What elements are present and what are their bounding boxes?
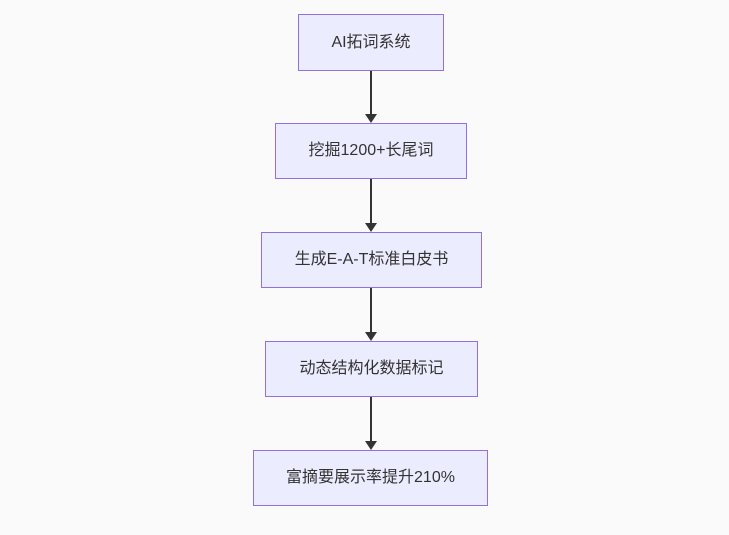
flowchart-node-rich-snippet-rate: 富摘要展示率提升210% — [253, 450, 488, 506]
arrow-line — [370, 179, 372, 223]
arrow-b-to-c — [365, 179, 377, 232]
node-label: 动态结构化数据标记 — [299, 360, 444, 378]
flowchart-node-longtail-keywords: 挖掘1200+长尾词 — [275, 123, 467, 179]
flowchart-node-structured-data: 动态结构化数据标记 — [265, 341, 478, 397]
arrowhead-down-icon — [365, 441, 377, 450]
arrow-line — [370, 71, 372, 114]
arrow-line — [370, 397, 372, 441]
flowchart-node-eat-whitepaper: 生成E-A-T标准白皮书 — [261, 232, 482, 288]
node-label: 富摘要展示率提升210% — [286, 469, 455, 487]
node-label: 挖掘1200+长尾词 — [308, 142, 434, 160]
arrow-c-to-d — [365, 288, 377, 341]
flowchart-node-ai-system: AI拓词系统 — [298, 14, 444, 71]
arrowhead-down-icon — [365, 223, 377, 232]
node-label: 生成E-A-T标准白皮书 — [294, 251, 449, 269]
arrowhead-down-icon — [365, 332, 377, 341]
arrow-a-to-b — [365, 71, 377, 123]
arrow-line — [370, 288, 372, 332]
node-label: AI拓词系统 — [331, 33, 411, 51]
arrowhead-down-icon — [365, 114, 377, 123]
arrow-d-to-e — [365, 397, 377, 450]
